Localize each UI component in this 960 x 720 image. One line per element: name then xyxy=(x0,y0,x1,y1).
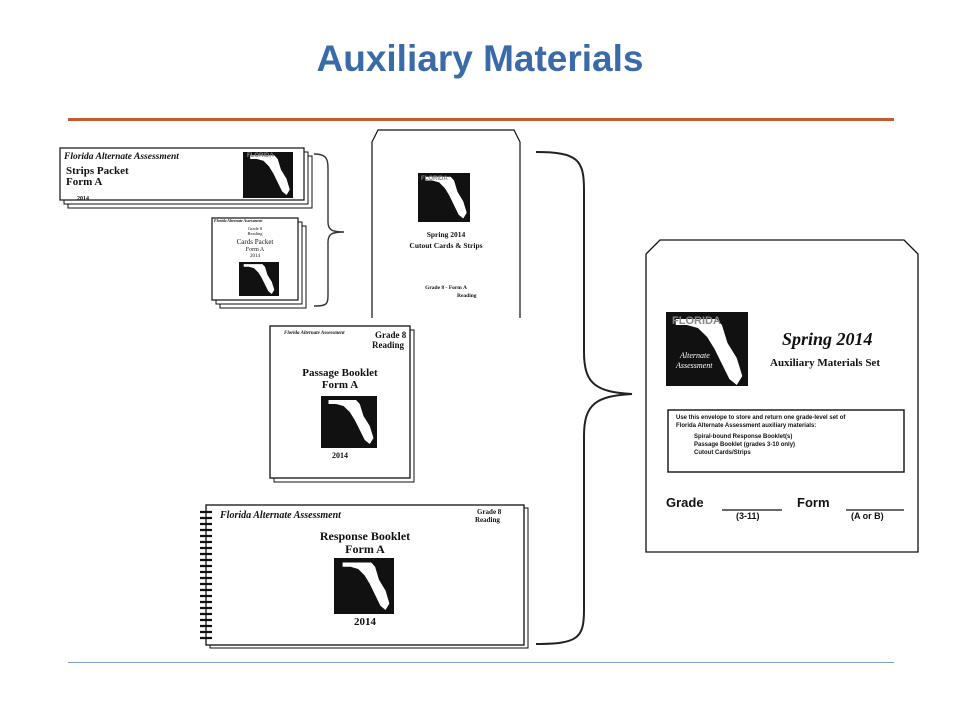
cutout-title: Cutout Cards & Strips xyxy=(409,241,483,250)
aux-title: Spring 2014 xyxy=(782,329,873,349)
aux-logo-line2: Assessment xyxy=(676,361,713,370)
aux-logo-icon xyxy=(666,312,748,386)
aux-subtitle: Auxiliary Materials Set xyxy=(770,357,880,369)
cards-subject: Reading xyxy=(247,231,263,236)
cards-header: Florida Alternate Assessment xyxy=(214,218,263,223)
strips-year: 2014 xyxy=(77,196,89,202)
instructions-box xyxy=(667,409,905,473)
grade-label: Grade xyxy=(666,495,704,510)
aux-instructions-1: Use this envelope to store and return on… xyxy=(676,415,846,421)
passage-title: Passage Booklet xyxy=(302,367,378,379)
response-subject: Reading xyxy=(475,516,500,524)
cards-packet xyxy=(211,217,307,309)
aux-logo-text: FLORIDA xyxy=(672,315,721,327)
cutout-grade-form: Grade 8 - Form A xyxy=(425,285,467,291)
response-form: Form A xyxy=(345,542,385,556)
small-brace xyxy=(313,153,345,307)
aux-envelope xyxy=(645,239,919,553)
cutout-envelope xyxy=(371,129,521,318)
passage-form: Form A xyxy=(321,379,359,391)
large-brace xyxy=(535,151,633,645)
aux-logo-line1: Alternate xyxy=(680,351,710,360)
passage-grade: Grade 8 xyxy=(375,330,407,340)
cards-title: Cards Packet xyxy=(236,238,274,246)
cutout-logo-text: FLORIDA xyxy=(421,176,448,182)
passage-year: 2014 xyxy=(332,451,348,460)
response-grade: Grade 8 xyxy=(477,508,502,516)
form-hint: (A or B) xyxy=(851,511,884,521)
cutout-subject: Reading xyxy=(457,293,477,299)
response-header: Florida Alternate Assessment xyxy=(220,510,341,521)
response-logo-icon xyxy=(334,558,394,614)
cards-form: Form A xyxy=(245,247,265,253)
cards-logo-icon xyxy=(239,262,279,296)
cutout-logo-icon xyxy=(418,173,470,222)
footer-divider xyxy=(68,662,894,663)
strips-title: Strips Packet xyxy=(66,165,129,177)
spiral-binding xyxy=(200,510,212,640)
strips-form: Form A xyxy=(66,176,103,188)
strips-header: Florida Alternate Assessment xyxy=(64,152,179,162)
title-divider xyxy=(68,118,894,121)
strips-logo-text: FLORIDA xyxy=(247,153,274,159)
passage-header: Florida Alternate Assessment xyxy=(284,331,345,336)
aux-item: Spiral-bound Response Booklet(s) xyxy=(694,434,793,440)
passage-logo-icon xyxy=(321,396,377,448)
cutout-season: Spring 2014 xyxy=(426,230,466,239)
aux-item: Passage Booklet (grades 3-10 only) xyxy=(694,442,796,448)
passage-subject: Reading xyxy=(372,340,405,350)
response-title: Response Booklet xyxy=(319,529,411,543)
cards-year: 2014 xyxy=(250,254,260,259)
strips-logo-icon xyxy=(243,152,293,198)
form-label: Form xyxy=(797,495,830,510)
slide-title: Auxiliary Materials xyxy=(316,38,644,79)
response-year: 2014 xyxy=(354,616,376,628)
aux-item: Cutout Cards/Strips xyxy=(694,450,751,456)
response-booklet xyxy=(200,504,529,649)
cards-grade: Grade 8 xyxy=(247,226,263,231)
passage-booklet xyxy=(269,325,415,483)
aux-instructions-2: Florida Alternate Assessment auxiliary m… xyxy=(676,423,817,429)
grade-hint: (3-11) xyxy=(736,511,760,521)
strips-packet xyxy=(59,147,313,209)
